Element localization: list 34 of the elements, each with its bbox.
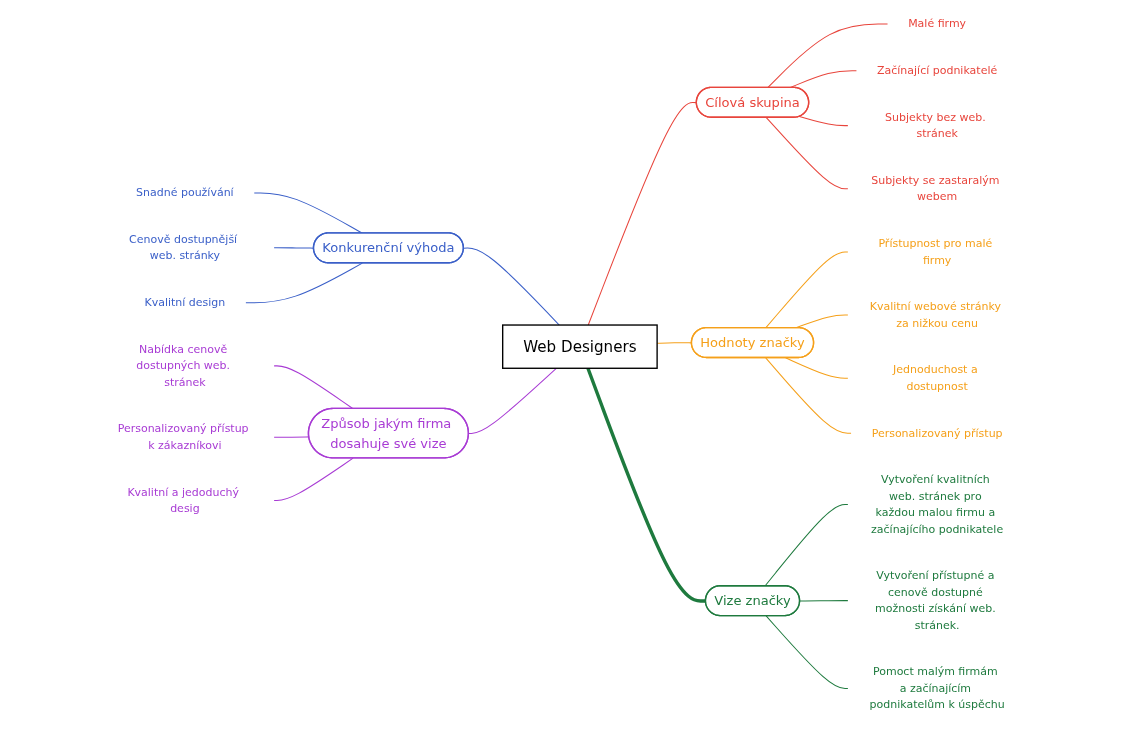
node-text: Cenově dostupnější web. stránky [129, 232, 238, 263]
node-text: Kvalitní webové stránky za nižkou cenu [869, 299, 1001, 330]
connector [799, 600, 849, 602]
connector [245, 262, 363, 304]
connector [798, 116, 849, 127]
connector [767, 23, 889, 89]
node-text: Subjekty se zastaralým webem [871, 173, 1000, 204]
node-text: Personalizovaný přístup [871, 426, 1003, 440]
node-text: Pomoct malým firmám a začínajícím podnikatelům k úspěchu [869, 665, 1005, 712]
connector [785, 357, 849, 379]
connector [463, 247, 560, 326]
connector [586, 367, 706, 603]
node-text: Malé firmy [908, 17, 967, 31]
node-text: Začínající podnikatelé [877, 63, 998, 77]
connector [765, 615, 849, 689]
connector [273, 365, 354, 410]
node-text: Přístupnost pro malé firmy [878, 236, 993, 267]
node-text: Subjekty bez web. stránek [885, 110, 986, 141]
connector [765, 357, 852, 434]
node-text: Snadné používání [136, 186, 234, 200]
node-text: Kvalitní a jedoduchý desig [127, 485, 239, 515]
connector [253, 192, 363, 234]
connector [765, 251, 849, 329]
connector [468, 367, 557, 434]
node-box: Web Designers [502, 324, 658, 369]
connector [765, 117, 849, 190]
node-text: Personalizovaný přístup k zákazníkovi [117, 422, 249, 452]
node-text: Kvalitní design [144, 295, 226, 309]
node-text: Vytvoření kvalitních web. stránek pro každou malou firmu a začínajícího podnikatele [871, 472, 1004, 536]
connector [273, 457, 354, 501]
connector [764, 504, 849, 587]
node-text: Vytvoření přístupné a cenově dostupné možnosti získání web. stránek. [875, 569, 996, 632]
node-text: Nabídka cenově dostupných web. stránek [136, 342, 231, 389]
node-text: Jednoduchost a dostupnost [893, 363, 978, 393]
